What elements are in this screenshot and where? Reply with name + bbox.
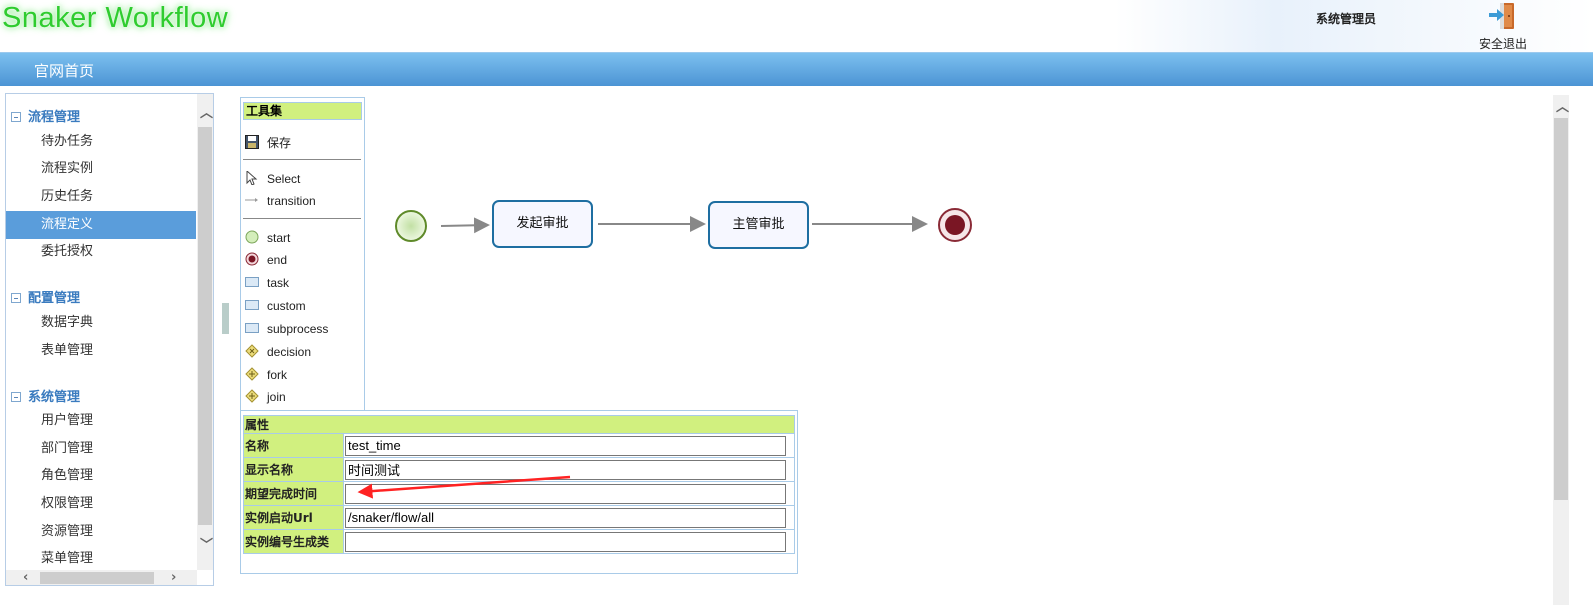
tool-transition[interactable]: transition	[245, 191, 316, 211]
join-diamond-icon	[245, 389, 259, 403]
sidebar-item-menus[interactable]: 菜单管理	[41, 551, 94, 566]
collapse-icon[interactable]	[11, 392, 21, 402]
instance-no-class-input[interactable]	[345, 531, 786, 552]
header: Snaker Workflow 系统管理员 安全退出	[0, 0, 1593, 52]
sidebar: 流程管理 待办任务 流程实例 历史任务 流程定义 委托授权 配置管理 数据字典 …	[5, 93, 214, 586]
node-decision[interactable]: decision	[245, 342, 311, 362]
logout-label: 安全退出	[1478, 37, 1527, 51]
sidebar-item-todo[interactable]: 待办任务	[41, 134, 94, 149]
scroll-right-icon[interactable]: ›	[171, 570, 177, 585]
sidebar-scroll-thumb[interactable]	[198, 127, 212, 525]
current-user: 系统管理员	[1316, 12, 1377, 26]
node-join[interactable]: join	[245, 387, 286, 407]
expected-time-input[interactable]	[345, 483, 786, 504]
node-subprocess[interactable]: subprocess	[245, 319, 328, 339]
prop-label: 期望完成时间	[243, 481, 344, 506]
sidebar-item-definitions[interactable]: 流程定义	[6, 211, 196, 239]
scroll-left-icon[interactable]: ‹	[23, 570, 29, 585]
properties-title: 属性	[243, 415, 795, 434]
sidebar-item-resources[interactable]: 资源管理	[41, 524, 94, 539]
sidebar-collapse-handle[interactable]	[222, 303, 229, 334]
sidebar-group-config[interactable]: 配置管理	[11, 287, 80, 306]
start-circle-icon	[245, 230, 259, 244]
node-fork[interactable]: fork	[245, 365, 287, 385]
pointer-icon	[246, 171, 258, 185]
nav-home-link[interactable]: 官网首页	[34, 62, 95, 80]
sidebar-item-departments[interactable]: 部门管理	[41, 441, 94, 456]
instance-url-input[interactable]	[345, 507, 786, 528]
start-node[interactable]	[395, 210, 427, 242]
sidebar-item-delegation[interactable]: 委托授权	[41, 244, 94, 259]
tool-select[interactable]: Select	[245, 169, 300, 189]
transition-arrow[interactable]	[440, 217, 490, 234]
prop-label: 实例编号生成类	[243, 529, 344, 554]
decision-diamond-icon	[245, 344, 259, 358]
divider	[243, 159, 361, 160]
toolbox-panel: 工具集 保存 Select transition start end task …	[240, 97, 365, 411]
save-icon	[245, 135, 259, 149]
prop-label: 名称	[243, 433, 344, 458]
sidebar-item-dictionary[interactable]: 数据字典	[41, 315, 94, 330]
logout-button[interactable]: 安全退出	[1472, 2, 1534, 52]
task-node[interactable]: 发起审批	[492, 200, 593, 248]
collapse-icon[interactable]	[11, 112, 21, 122]
logo: Snaker Workflow	[2, 2, 229, 34]
prop-label: 实例启动Url	[243, 505, 344, 530]
prop-label: 显示名称	[243, 457, 344, 482]
fork-diamond-icon	[245, 367, 259, 381]
properties-panel: 属性 名称 显示名称 期望完成时间 实例启动Url 实例编号生成类	[240, 410, 798, 574]
task-rect-icon	[245, 277, 259, 287]
divider	[243, 218, 361, 219]
task-node[interactable]: 主管审批	[708, 201, 809, 249]
page-scroll-thumb[interactable]	[1554, 118, 1568, 500]
properties-table: 属性 名称 显示名称 期望完成时间 实例启动Url 实例编号生成类	[243, 415, 795, 554]
display-name-input[interactable]	[345, 459, 786, 480]
subprocess-rect-icon	[245, 323, 259, 333]
end-node[interactable]	[938, 208, 972, 242]
toolbox-title: 工具集	[243, 102, 362, 120]
sidebar-item-history[interactable]: 历史任务	[41, 189, 94, 204]
save-button[interactable]: 保存	[245, 133, 291, 153]
node-task[interactable]: task	[245, 273, 289, 293]
sidebar-group-system[interactable]: 系统管理	[11, 386, 80, 405]
door-exit-icon	[1489, 3, 1514, 29]
top-nav: 官网首页	[0, 52, 1593, 86]
scroll-up-icon[interactable]: ︿	[200, 106, 214, 121]
end-circle-icon	[245, 252, 259, 266]
collapse-icon[interactable]	[11, 293, 21, 303]
custom-rect-icon	[245, 300, 259, 310]
end-node-core	[945, 215, 965, 235]
sidebar-item-forms[interactable]: 表单管理	[41, 343, 94, 358]
sidebar-item-instances[interactable]: 流程实例	[41, 161, 94, 176]
sidebar-item-users[interactable]: 用户管理	[41, 413, 94, 428]
scroll-down-icon[interactable]: ﹀	[200, 538, 214, 553]
name-input[interactable]	[345, 435, 786, 456]
node-start[interactable]: start	[245, 228, 290, 248]
page-scroll-up-icon[interactable]: ︿	[1556, 100, 1570, 115]
node-end[interactable]: end	[245, 250, 287, 270]
sidebar-item-permissions[interactable]: 权限管理	[41, 496, 94, 511]
sidebar-group-process[interactable]: 流程管理	[11, 106, 80, 125]
node-custom[interactable]: custom	[245, 296, 306, 316]
sidebar-item-roles[interactable]: 角色管理	[41, 468, 94, 483]
arrow-icon	[245, 198, 258, 202]
sidebar-hscroll-thumb[interactable]	[40, 572, 154, 584]
